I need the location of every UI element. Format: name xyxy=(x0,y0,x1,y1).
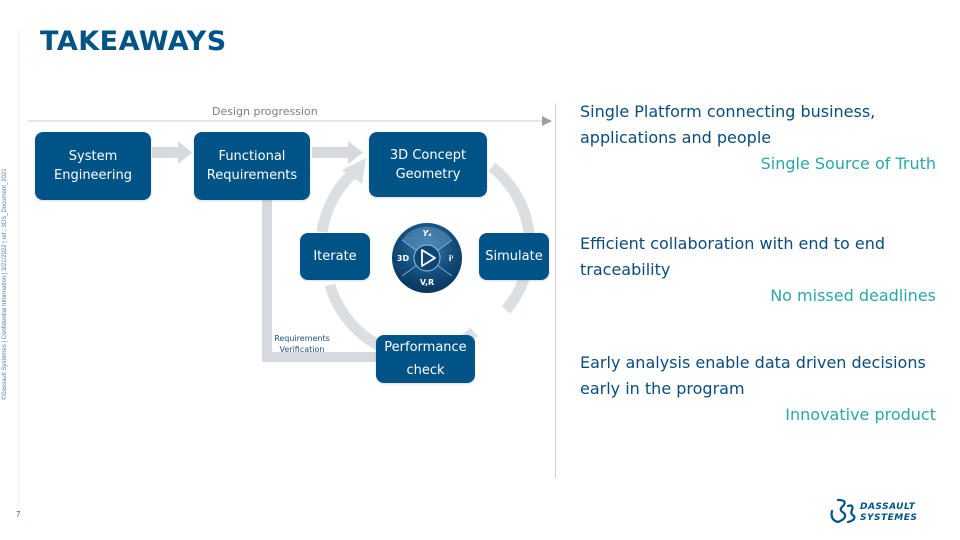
box-label: Performance check xyxy=(384,340,467,378)
compass-bottom-label: V,R xyxy=(420,278,434,287)
slide-title: TAKEAWAYS xyxy=(40,26,227,57)
arrow-fr-to-cg-head xyxy=(348,141,363,164)
logo-line-1: DASSAULT xyxy=(860,502,916,512)
play-icon xyxy=(421,249,436,267)
arrow-se-to-fr-head xyxy=(178,141,192,164)
takeaway-benefit: Innovative product xyxy=(785,405,936,424)
3ds-logo-mark xyxy=(830,498,856,524)
compass-top-quadrant xyxy=(402,226,452,251)
box-performance-check: Performance check xyxy=(376,335,475,383)
box-3d-concept-geometry: 3D Concept Geometry xyxy=(369,132,487,197)
takeaway-statement: Efficient collaboration with end to end … xyxy=(580,234,886,279)
box-label: System Engineering xyxy=(54,149,132,183)
dassault-systemes-logo: DASSAULT SYSTEMES xyxy=(830,498,917,524)
compass-center-ring xyxy=(413,244,441,272)
takeaway-item: Efficient collaboration with end to end … xyxy=(580,231,940,309)
box-simulate: Simulate xyxy=(479,233,549,280)
takeaway-statement: Single Platform connecting business, app… xyxy=(580,102,876,147)
requirements-verification-path xyxy=(262,200,378,362)
box-functional-requirements: Functional Requirements xyxy=(194,132,310,200)
arrow-fr-to-cg-shaft xyxy=(312,147,348,158)
compass-right-label: iⁱ xyxy=(449,254,454,263)
takeaway-statement: Early analysis enable data driven decisi… xyxy=(580,353,926,398)
design-progression-arrowhead xyxy=(542,116,552,126)
page-number: 7 xyxy=(16,510,21,519)
cycle-arc-bottom-left xyxy=(324,283,381,350)
takeaway-item: Single Platform connecting business, app… xyxy=(580,99,940,177)
compass-top-label: Yₓ xyxy=(422,229,432,238)
box-label: 3D Concept Geometry xyxy=(389,147,467,182)
box-iterate: Iterate xyxy=(300,233,370,280)
takeaway-benefit: Single Source of Truth xyxy=(760,154,936,173)
design-progression-label: Design progression xyxy=(212,105,318,118)
arrow-se-to-fr-shaft xyxy=(152,147,178,158)
box-system-engineering: System Engineering xyxy=(35,132,151,200)
vertical-divider xyxy=(555,103,556,478)
takeaway-benefit: No missed deadlines xyxy=(770,286,936,305)
box-label: Iterate xyxy=(313,249,357,264)
box-label: Simulate xyxy=(485,249,543,264)
logo-line-2: SYSTEMES xyxy=(860,513,917,523)
requirements-verification-label: Requirements Verification xyxy=(274,334,330,354)
cycle-arc-left xyxy=(316,170,356,233)
side-rule xyxy=(18,30,19,510)
takeaway-item: Early analysis enable data driven decisi… xyxy=(580,350,940,428)
compass-left-label: 3D xyxy=(397,254,410,263)
3dexperience-compass-icon: Yₓ 3D iⁱ V,R xyxy=(392,223,462,293)
cycle-arrowhead xyxy=(342,158,366,184)
box-label: Functional Requirements xyxy=(206,149,298,183)
